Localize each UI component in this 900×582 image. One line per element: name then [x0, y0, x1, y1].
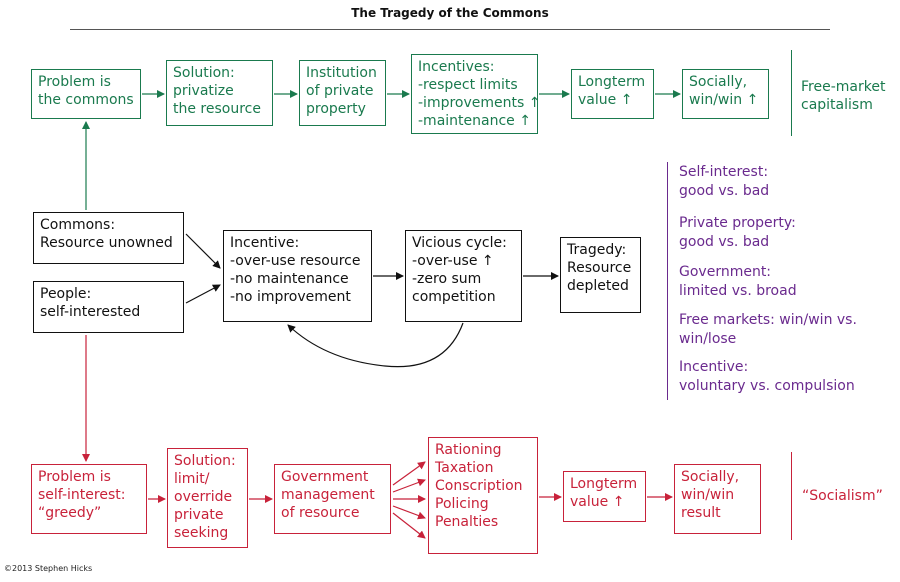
contrast-government: Government: limited vs. broad	[679, 264, 797, 299]
bottom-social-box: Socially, win/win result	[674, 464, 761, 534]
socialism-divider	[791, 452, 793, 540]
arrow-fan-4	[392, 505, 426, 520]
top-institution-box: Institution of private property	[299, 60, 386, 126]
arrow-fan-2	[392, 478, 426, 493]
contrast-self-interest: Self-interest: good vs. bad	[679, 164, 770, 199]
top-longterm-box: Longterm value ↑	[571, 69, 654, 119]
bottom-solution-box: Solution: limit/ override private seekin…	[167, 448, 248, 548]
top-solution-box: Solution: privatize the resource	[166, 60, 273, 126]
arrow-vicious-cycle-loop	[287, 322, 464, 368]
contrast-divider	[667, 162, 669, 400]
top-incentives-box: Incentives: -respect limits -improvement…	[411, 54, 540, 134]
socialism-label: “Socialism”	[802, 488, 883, 504]
people-box: People: self-interested	[33, 281, 184, 333]
bottom-longterm-box: Longterm value ↑	[563, 471, 646, 522]
top-social-box: Socially, win/win ↑	[682, 69, 769, 119]
capitalism-divider	[791, 50, 793, 136]
bottom-measures-box: Rationing Taxation Conscription Policing…	[428, 437, 538, 554]
title-divider	[70, 29, 830, 30]
arrow-fan-5	[392, 512, 426, 539]
tragedy-box: Tragedy: Resource depleted	[560, 237, 641, 313]
top-problem-box: Problem is the commons	[31, 69, 141, 119]
contrast-incentive: Incentive: voluntary vs. compulsion	[679, 359, 855, 394]
contrast-free-markets: Free markets: win/win vs. win/lose	[679, 312, 857, 347]
commons-box: Commons: Resource unowned	[33, 212, 184, 264]
incentive-box: Incentive: -over-use resource -no mainte…	[223, 230, 372, 322]
bottom-government-box: Government management of resource	[274, 464, 391, 534]
arrow-commons-to-incentive	[185, 233, 221, 269]
vicious-cycle-box: Vicious cycle: -over-use ↑ -zero sum com…	[405, 230, 522, 322]
arrow-people-to-incentive	[185, 284, 221, 304]
arrow-fan-1	[392, 461, 426, 486]
diagram-title: The Tragedy of the Commons	[351, 6, 549, 20]
capitalism-label: Free-market capitalism	[801, 79, 886, 113]
contrast-private-property: Private property: good vs. bad	[679, 215, 796, 250]
bottom-problem-box: Problem is self-interest: “greedy”	[31, 464, 147, 534]
copyright-notice: ©2013 Stephen Hicks	[4, 564, 93, 573]
